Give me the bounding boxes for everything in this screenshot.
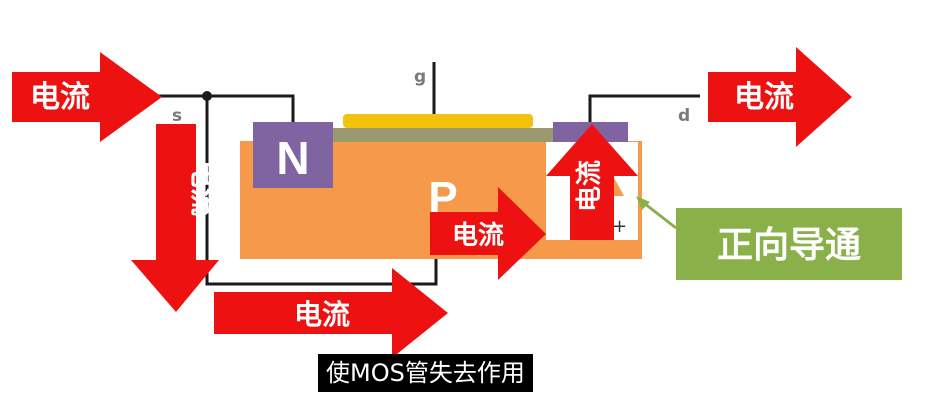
svg-text:电流: 电流 <box>187 160 220 216</box>
plus-sign: + <box>612 216 627 237</box>
drain-terminal-label: d <box>678 106 690 126</box>
wires <box>155 62 700 286</box>
source-terminal-label: s <box>172 106 182 126</box>
oxide-layer <box>300 128 625 142</box>
current-arrow-diode-up: 电流 <box>546 124 638 240</box>
n-region-source <box>253 122 333 188</box>
svg-text:电流: 电流 <box>734 80 794 115</box>
svg-text:正向导通: 正向导通 <box>717 225 861 266</box>
current-arrow-drain-out: 电流 <box>708 47 852 147</box>
svg-text:电流: 电流 <box>294 298 350 331</box>
svg-text:电流: 电流 <box>452 221 504 251</box>
current-arrow-source-in: 电流 <box>12 52 162 142</box>
n-region-label: N <box>276 132 309 184</box>
wire-junction-dot <box>202 91 212 101</box>
current-arrow-bottom: 电流 <box>214 268 448 358</box>
current-arrow-down: 电流 <box>131 124 220 312</box>
subtitle-caption: 使MOS管失去作用 <box>318 354 533 392</box>
svg-text:电流: 电流 <box>575 160 605 212</box>
gate-terminal-label: g <box>414 67 426 87</box>
svg-text:电流: 电流 <box>30 80 90 115</box>
current-arrow-body: 电流 <box>430 187 546 280</box>
forward-conduction-callout: 正向导通 <box>636 196 902 280</box>
gate-electrode <box>343 114 533 128</box>
